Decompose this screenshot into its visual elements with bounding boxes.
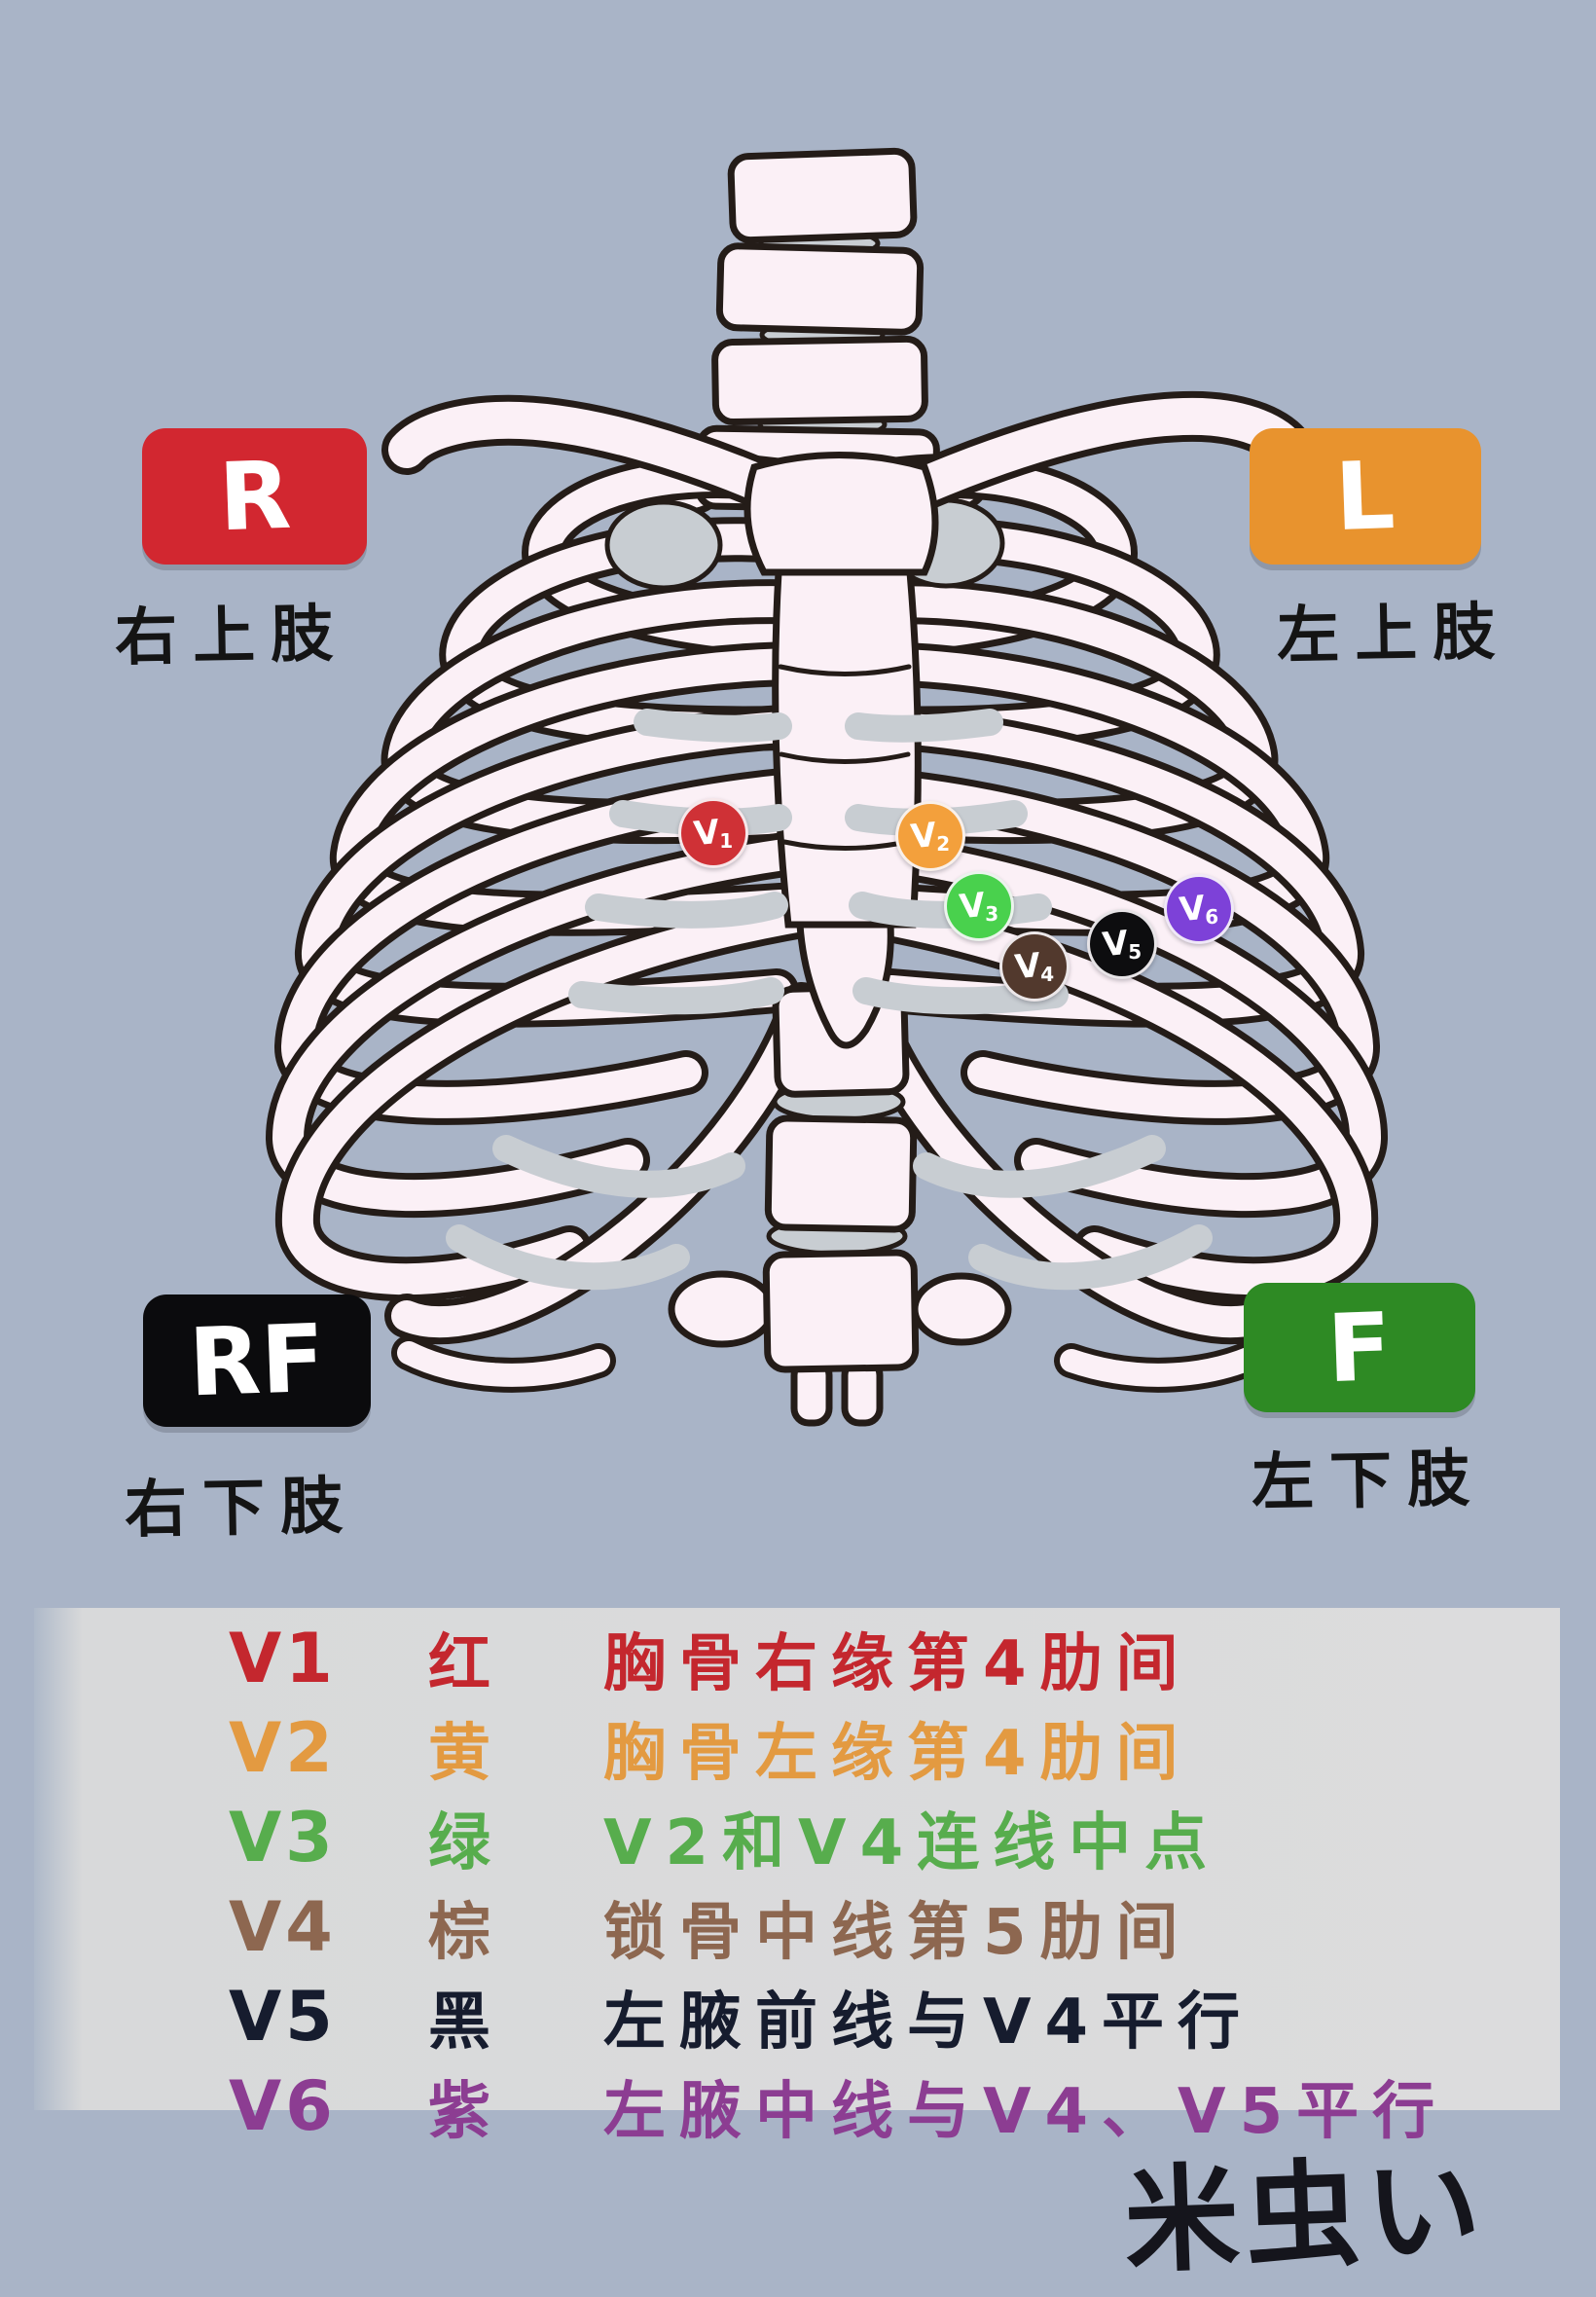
legend-row-v4: V4 棕 锁骨中线第5肋间	[34, 1882, 1560, 1972]
legend-lead: V4	[229, 1887, 337, 1967]
electrode-v1-letter: V	[691, 812, 722, 855]
limb-electrode-RF: RF	[143, 1294, 371, 1427]
electrode-v5-number: 5	[1128, 940, 1143, 964]
electrode-v4-letter: V	[1012, 945, 1043, 988]
legend-row-v3: V3 绿 V2和V4连线中点	[34, 1793, 1560, 1882]
legend-placement: 胸骨右缘第4肋间	[603, 1628, 1192, 1700]
limb-electrode-R: R	[142, 428, 367, 565]
legend-placement: 胸骨左缘第4肋间	[603, 1718, 1192, 1790]
limb-electrode-RF-label: RF	[187, 1303, 327, 1418]
legend-color-name: 紫	[428, 2076, 490, 2148]
legend-lead: V2	[229, 1708, 337, 1788]
electrode-v3-letter: V	[957, 885, 988, 928]
legend-row-v1: V1 红 胸骨右缘第4肋间	[34, 1614, 1560, 1703]
legend-row-v5: V5 黑 左腋前线与V4平行	[34, 1972, 1560, 2061]
limb-electrode-F-label: F	[1325, 1292, 1394, 1404]
limb-caption-right-leg: 右下肢	[124, 1470, 359, 1548]
costal-cartilage	[446, 709, 1213, 1291]
legend-color-name: 黄	[428, 1718, 490, 1790]
electrode-legend-panel: V1 红 胸骨右缘第4肋间 V2 黄 胸骨左缘第4肋间 V3 绿 V2和V4连线…	[34, 1608, 1560, 2148]
legend-placement: 左腋前线与V4平行	[603, 1987, 1254, 2059]
electrode-v6-number: 6	[1205, 905, 1219, 929]
artist-signature: 米虫い	[1122, 2141, 1489, 2289]
ribs-right	[817, 454, 1389, 1393]
electrode-v3-number: 3	[985, 902, 999, 926]
legend-placement: 锁骨中线第5肋间	[603, 1897, 1192, 1969]
legend-lead: V1	[229, 1619, 337, 1698]
legend-placement: V2和V4连线中点	[603, 1807, 1221, 1879]
limb-caption-left-leg: 左下肢	[1251, 1442, 1486, 1520]
limb-electrode-L-label: L	[1333, 440, 1397, 553]
legend-color-name: 绿	[428, 1807, 490, 1879]
legend-color-name: 棕	[428, 1897, 490, 1969]
ribs-left	[265, 454, 853, 1393]
lumbar-vertebrae	[668, 983, 1012, 1427]
electrode-v5-letter: V	[1100, 923, 1131, 966]
legend-placement: 左腋中线与V4、V5平行	[603, 2076, 1449, 2148]
limb-electrode-F: F	[1244, 1283, 1475, 1412]
electrode-v4-number: 4	[1040, 963, 1055, 986]
electrode-v2-number: 2	[936, 832, 951, 856]
sternum	[744, 452, 939, 1049]
electrode-v6-letter: V	[1177, 888, 1208, 930]
electrode-v2-letter: V	[908, 815, 939, 857]
legend-lead: V3	[229, 1798, 337, 1878]
legend-color-name: 红	[428, 1628, 490, 1700]
legend-row-v2: V2 黄 胸骨左缘第4肋间	[34, 1703, 1560, 1793]
legend-lead: V6	[229, 2066, 337, 2146]
limb-caption-right-arm: 右上肢	[114, 598, 349, 675]
legend-lead: V5	[229, 1977, 337, 2057]
limb-electrode-L: L	[1250, 428, 1481, 565]
limb-electrode-R-label: R	[216, 440, 293, 553]
legend-color-name: 黑	[428, 1987, 490, 2059]
limb-caption-left-arm: 左上肢	[1276, 596, 1511, 674]
electrode-v1-number: 1	[719, 829, 734, 853]
legend-row-v6: V6 紫 左腋中线与V4、V5平行	[34, 2061, 1560, 2151]
costal-cartilage-first-left	[604, 499, 723, 591]
